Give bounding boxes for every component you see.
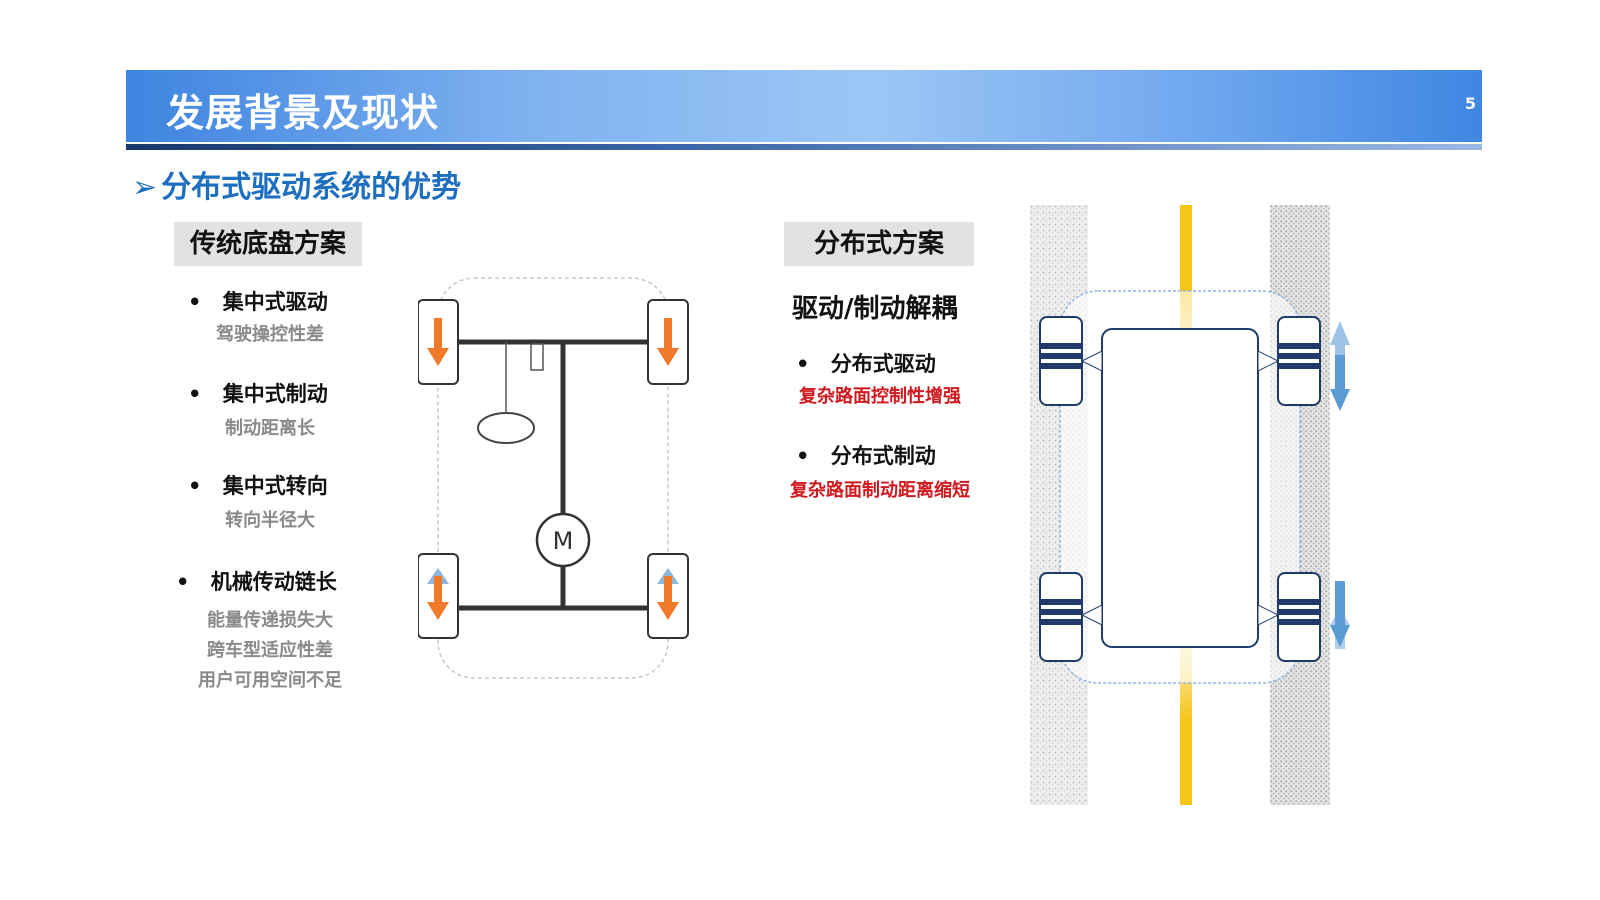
left-item-2-title: 集中式制动	[222, 382, 328, 406]
left-item-3: • 集中式转向	[188, 470, 328, 500]
bullet-dot: •	[796, 352, 810, 376]
left-item-4-desc-2: 跨车型适应性差	[207, 640, 333, 661]
wheel-front-left	[1039, 316, 1103, 406]
right-item-2-title: 分布式制动	[830, 444, 936, 468]
bullet-dot: •	[188, 382, 202, 406]
bullet-dot: •	[188, 474, 202, 498]
traditional-chassis-diagram: M	[418, 277, 689, 679]
vehicle-body	[1101, 328, 1259, 648]
wheel-front-right	[1257, 316, 1321, 406]
left-item-4-title: 机械传动链长	[210, 570, 337, 594]
left-item-3-desc: 转向半径大	[225, 510, 315, 531]
distributed-scheme-tag: 分布式方案	[784, 222, 974, 266]
right-item-1: • 分布式驱动	[796, 348, 936, 378]
header-banner: 发展背景及现状 5	[126, 70, 1482, 142]
arrow-down-icon	[657, 318, 679, 366]
right-item-2-desc: 复杂路面制动距离缩短	[790, 480, 970, 501]
left-item-4: • 机械传动链长	[176, 566, 337, 596]
bullet-dot: •	[796, 444, 810, 468]
arrow-up-icon	[1330, 609, 1350, 649]
wheel-front-right	[647, 299, 689, 385]
section-subtitle: ➢分布式驱动系统的优势	[132, 162, 461, 206]
wheel-front-left	[418, 299, 459, 385]
arrow-bullet-icon: ➢	[132, 170, 158, 205]
bullet-dot: •	[176, 570, 190, 594]
arrow-down-icon	[1330, 355, 1350, 411]
left-item-4-desc-3: 用户可用空间不足	[198, 670, 342, 691]
left-item-4-desc-1: 能量传递损失大	[207, 610, 333, 631]
traditional-chassis-tag: 传统底盘方案	[174, 222, 362, 266]
left-item-2-desc: 制动距离长	[225, 418, 315, 439]
distributed-chassis-diagram	[1030, 205, 1350, 805]
arrow-down-icon	[657, 576, 679, 620]
left-item-1-title: 集中式驱动	[222, 290, 328, 314]
motor-icon	[535, 512, 591, 568]
arrow-down-icon	[427, 576, 449, 620]
right-item-1-title: 分布式驱动	[830, 352, 936, 376]
bullet-dot: •	[188, 290, 202, 314]
page-number: 5	[1464, 94, 1476, 113]
vehicle-outline	[437, 277, 669, 679]
left-item-3-title: 集中式转向	[222, 474, 328, 498]
wheel-rear-right	[647, 553, 689, 639]
wheel-rear-right	[1257, 572, 1321, 662]
right-item-1-desc: 复杂路面控制性增强	[799, 386, 961, 407]
left-item-1-desc: 驾驶操控性差	[216, 324, 324, 345]
header-underline	[126, 144, 1482, 150]
motor-label: M	[553, 527, 574, 555]
arrow-down-icon	[427, 318, 449, 366]
brake-unit	[530, 343, 544, 371]
right-item-2: • 分布式制动	[796, 440, 936, 470]
decoupling-heading: 驱动/制动解耦	[792, 294, 958, 324]
subtitle-text: 分布式驱动系统的优势	[161, 170, 462, 205]
left-item-1: • 集中式驱动	[188, 286, 328, 316]
wheel-rear-left	[418, 553, 459, 639]
page-title: 发展背景及现状	[166, 91, 440, 135]
steering-wheel-icon	[477, 412, 535, 444]
left-item-2: • 集中式制动	[188, 378, 328, 408]
wheel-rear-left	[1039, 572, 1103, 662]
